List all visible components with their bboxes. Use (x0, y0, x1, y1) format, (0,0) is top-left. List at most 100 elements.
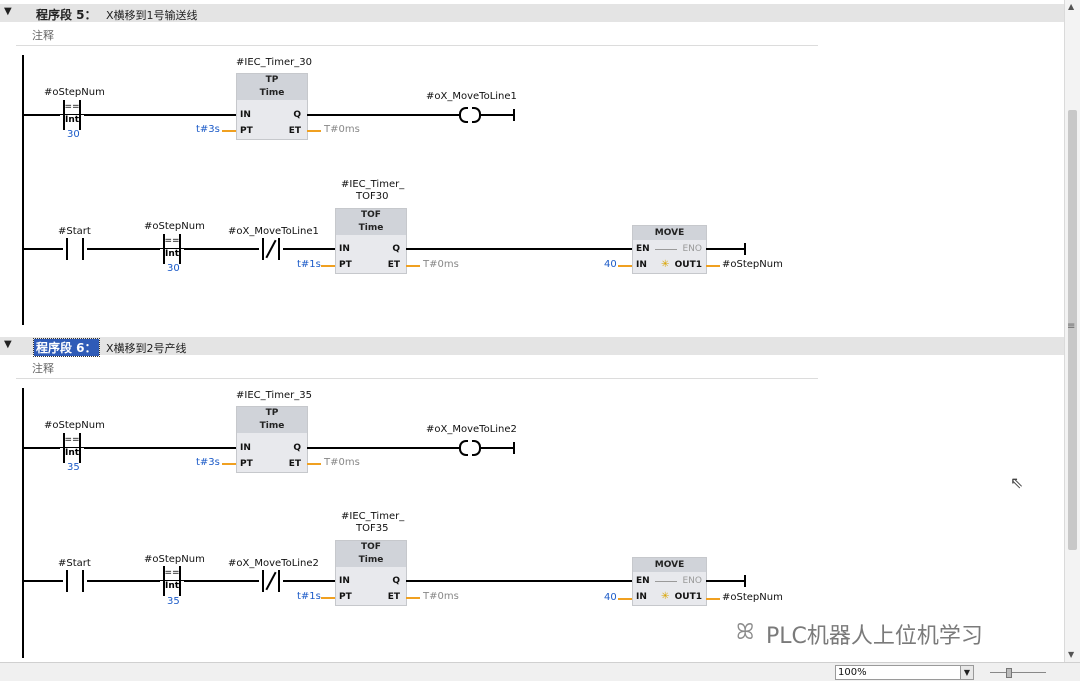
wire (23, 580, 63, 582)
wire-end (744, 575, 746, 587)
pin-q: Q (293, 110, 301, 120)
network-description[interactable]: X横移到2号产线 (106, 342, 187, 355)
operand-wire (321, 597, 335, 599)
compare-contact[interactable]: == Int (160, 566, 184, 596)
timer-instance[interactable]: #IEC_Timer_ (341, 179, 405, 190)
pin-q: Q (293, 443, 301, 453)
nc-contact[interactable] (259, 238, 283, 260)
move-out-value[interactable]: #oStepNum (722, 259, 783, 270)
no-contact[interactable] (63, 238, 87, 260)
vertical-scrollbar[interactable]: ▲ ≡ ▼ (1064, 0, 1080, 662)
wire-end (744, 243, 746, 255)
zoom-slider[interactable] (990, 672, 1046, 673)
ladder-editor[interactable]: ▼ 程序段 5： X横移到1号输送线 注释 #oStepNum == Int 3… (0, 0, 1064, 662)
network-title[interactable]: 程序段 5： (36, 8, 97, 22)
compare-contact[interactable]: == Int (60, 433, 84, 463)
coil-operand[interactable]: #oX_MoveToLine2 (426, 424, 517, 435)
compare-value[interactable]: 30 (67, 129, 80, 140)
move-block[interactable]: MOVE EN ENO IN ✳ OUT1 (632, 557, 707, 606)
pin-in: IN (240, 110, 251, 120)
timer-et-value[interactable]: T#0ms (423, 259, 459, 270)
wire (307, 447, 459, 449)
timer-et-value[interactable]: T#0ms (423, 591, 459, 602)
scroll-down-icon[interactable]: ▼ (1068, 650, 1075, 659)
timer-instance[interactable]: TOF35 (356, 523, 389, 534)
star-icon: ✳ (661, 591, 670, 602)
timer-instance[interactable]: TOF30 (356, 191, 389, 202)
star-icon: ✳ (661, 259, 670, 270)
timer-pt-value[interactable]: t#1s (297, 591, 321, 602)
watermark-text: PLC机器人上位机学习 (766, 624, 983, 649)
chevron-down-icon[interactable]: ▼ (960, 665, 974, 680)
timer-et-value[interactable]: T#0ms (324, 457, 360, 468)
contact-operand[interactable]: #Start (58, 226, 91, 237)
pin-eno: ENO (682, 576, 702, 586)
zoom-select[interactable]: 100% (835, 665, 963, 680)
compare-op: == (64, 435, 80, 445)
network-header[interactable]: ▼ 程序段 5： X横移到1号输送线 (0, 4, 1064, 22)
compare-operand[interactable]: #oStepNum (44, 87, 105, 98)
collapse-triangle-icon[interactable]: ▼ (4, 339, 12, 350)
output-coil[interactable] (459, 107, 481, 123)
collapse-triangle-icon[interactable]: ▼ (4, 6, 12, 17)
timer-pt-value[interactable]: t#3s (196, 124, 220, 135)
eno-dash (655, 581, 677, 582)
operand-wire (406, 265, 420, 267)
timer-instance[interactable]: #IEC_Timer_30 (236, 57, 312, 68)
compare-value[interactable]: 35 (167, 596, 180, 607)
pin-et: ET (288, 126, 301, 136)
network-title[interactable]: 程序段 6： (33, 338, 100, 357)
output-coil[interactable] (459, 440, 481, 456)
compare-contact[interactable]: == Int (160, 234, 184, 264)
contact-operand[interactable]: #oX_MoveToLine1 (228, 226, 319, 237)
compare-value[interactable]: 30 (167, 263, 180, 274)
pin-pt: PT (339, 592, 352, 602)
status-bar: 100% ▼ (0, 662, 1080, 681)
operand-wire (706, 598, 720, 600)
move-block[interactable]: MOVE EN ENO IN ✳ OUT1 (632, 225, 707, 274)
move-out-value[interactable]: #oStepNum (722, 592, 783, 603)
compare-operand[interactable]: #oStepNum (144, 554, 205, 565)
pin-et: ET (387, 592, 400, 602)
pin-q: Q (392, 576, 400, 586)
wire (283, 580, 335, 582)
compare-type: Int (160, 580, 184, 591)
compare-operand[interactable]: #oStepNum (144, 221, 205, 232)
timer-pt-value[interactable]: t#3s (196, 457, 220, 468)
timer-et-value[interactable]: T#0ms (324, 124, 360, 135)
operand-wire (307, 463, 321, 465)
scroll-thumb[interactable] (1068, 110, 1077, 550)
network-comment[interactable]: 注释 (32, 362, 54, 375)
network-comment[interactable]: 注释 (32, 29, 54, 42)
wire (184, 248, 259, 250)
operand-wire (618, 265, 632, 267)
move-in-value[interactable]: 40 (604, 592, 617, 603)
timer-pt-value[interactable]: t#1s (297, 259, 321, 270)
compare-operand[interactable]: #oStepNum (44, 420, 105, 431)
zoom-slider-knob[interactable] (1006, 668, 1012, 678)
compare-value[interactable]: 35 (67, 462, 80, 473)
wire (481, 447, 515, 449)
contact-operand[interactable]: #Start (58, 558, 91, 569)
no-contact[interactable] (63, 570, 87, 592)
compare-contact[interactable]: == Int (60, 100, 84, 130)
pin-en: EN (636, 576, 650, 586)
network-header[interactable]: ▼ 程序段 6： X横移到2号产线 (0, 337, 1064, 357)
operand-wire (222, 463, 236, 465)
wire (406, 580, 632, 582)
timer-instance[interactable]: #IEC_Timer_ (341, 511, 405, 522)
timer-instance[interactable]: #IEC_Timer_35 (236, 390, 312, 401)
move-in-value[interactable]: 40 (604, 259, 617, 270)
contact-operand[interactable]: #oX_MoveToLine2 (228, 558, 319, 569)
network-description[interactable]: X横移到1号输送线 (106, 9, 198, 22)
coil-operand[interactable]: #oX_MoveToLine1 (426, 91, 517, 102)
compare-type: Int (160, 248, 184, 259)
compare-op: == (164, 236, 180, 246)
pin-en: EN (636, 244, 650, 254)
nc-contact[interactable] (259, 570, 283, 592)
scroll-up-icon[interactable]: ▲ (1068, 2, 1075, 11)
